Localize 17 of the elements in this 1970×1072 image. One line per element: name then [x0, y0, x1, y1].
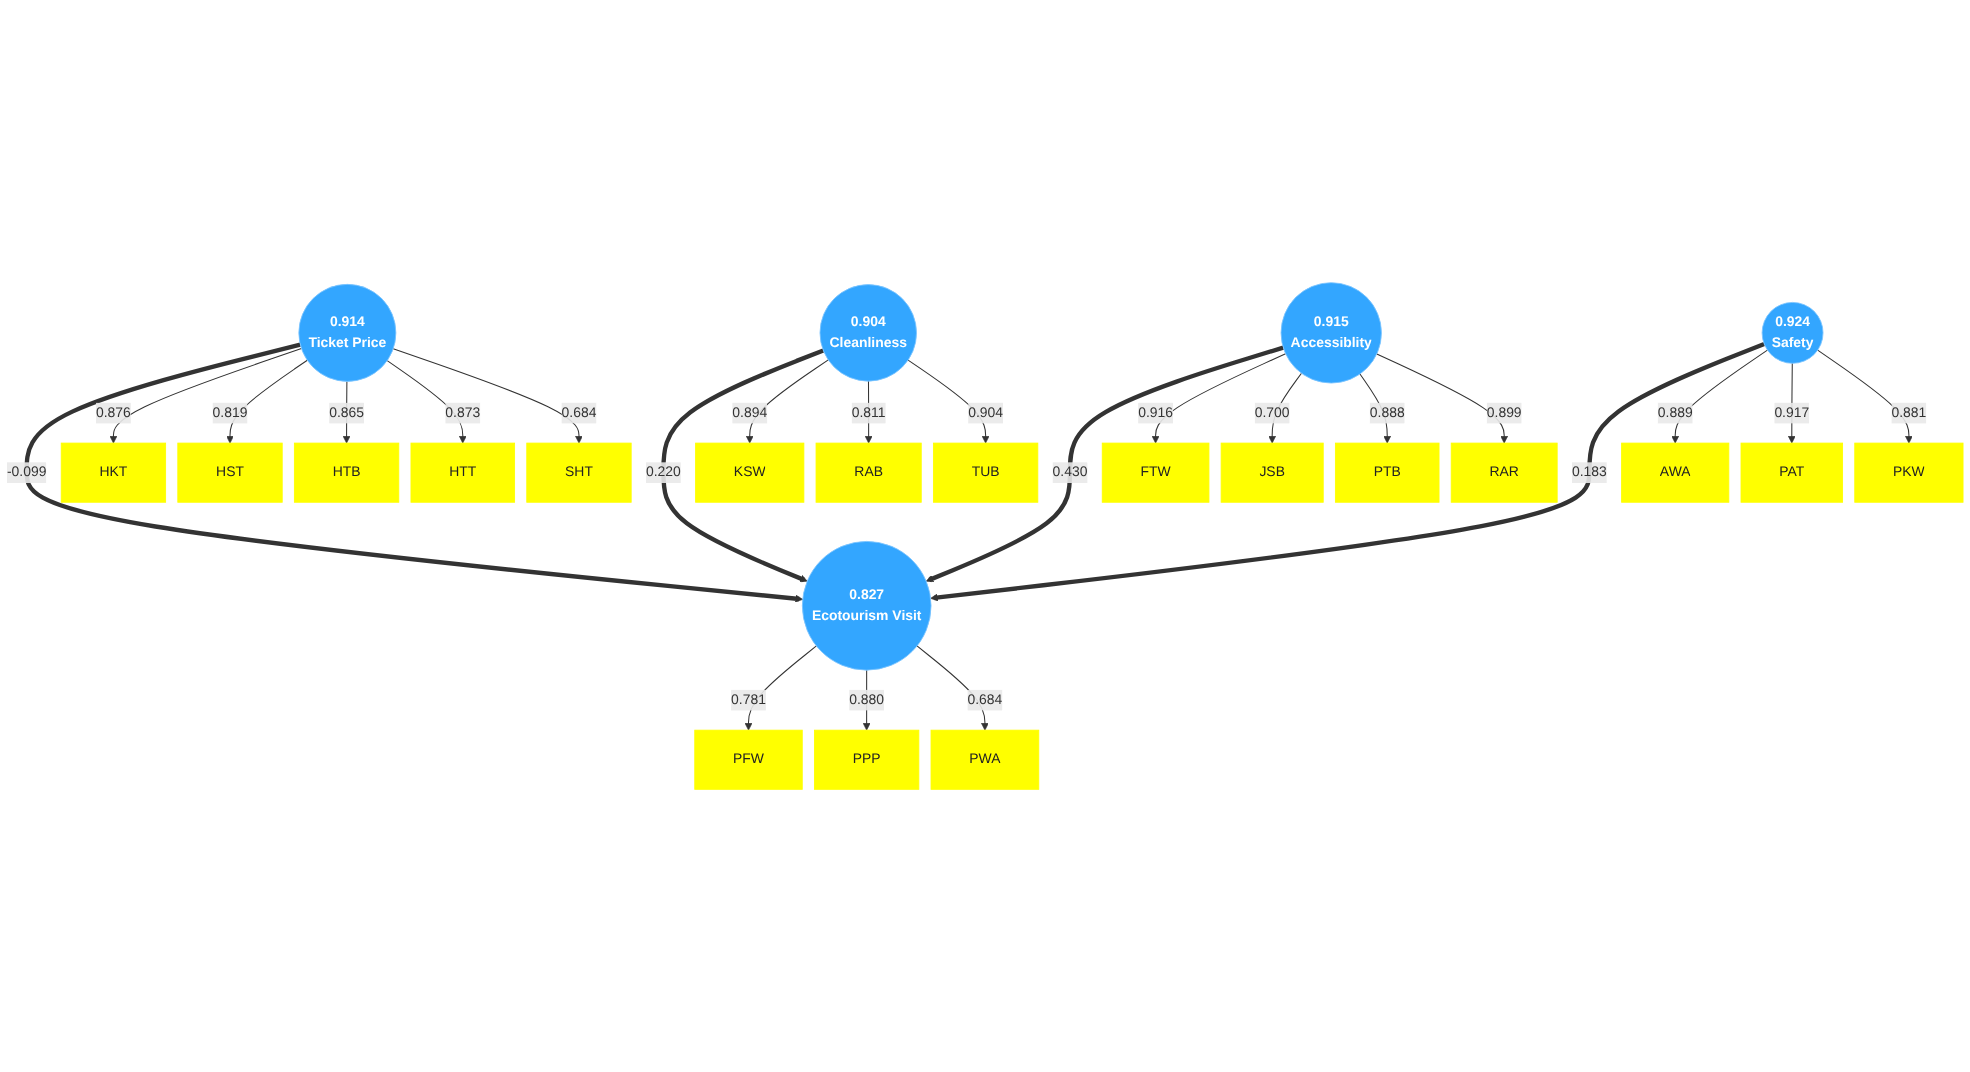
arrow	[744, 645, 817, 731]
arrow	[930, 342, 1766, 602]
arrow	[24, 342, 803, 603]
arrow	[392, 348, 583, 444]
arrow	[916, 645, 989, 731]
arrow	[1268, 372, 1302, 444]
arrow	[386, 360, 467, 444]
arrow	[1376, 353, 1508, 444]
arrow	[907, 359, 990, 444]
arrow	[661, 348, 825, 583]
arrow	[226, 359, 308, 444]
arrow	[109, 348, 302, 444]
arrow	[1151, 353, 1287, 444]
arrow	[1671, 349, 1768, 444]
arrow	[925, 345, 1284, 583]
arrow	[1817, 349, 1913, 444]
arrow	[745, 359, 829, 444]
